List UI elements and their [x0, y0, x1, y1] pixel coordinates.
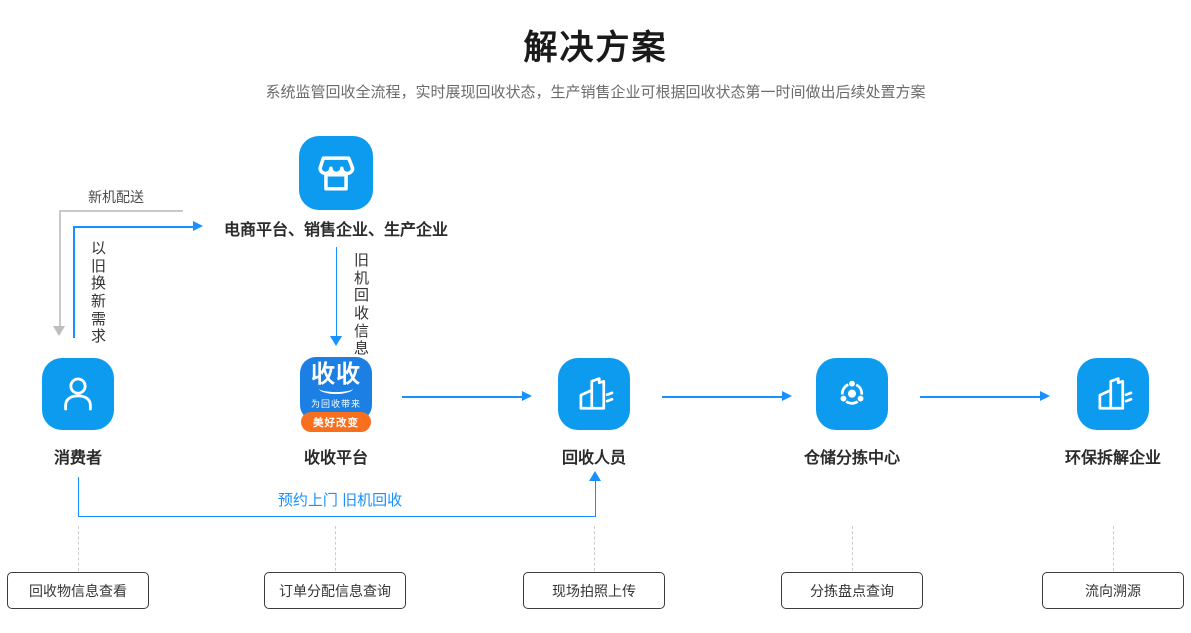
- connector-line: [594, 481, 596, 517]
- page-subtitle: 系统监管回收全流程，实时展现回收状态，生产销售企业可根据回收状态第一时间做出后续…: [265, 84, 926, 101]
- connector-line: [59, 210, 61, 326]
- shoushou-platform-node: 收收 为回收带来 美好改变: [300, 357, 372, 437]
- smile-curve-icon: [319, 383, 353, 394]
- building-icon: [1089, 370, 1137, 418]
- arrowhead-up-icon: [589, 471, 602, 481]
- arrowhead-down-icon: [53, 326, 66, 336]
- arrowhead-right-icon: [193, 221, 203, 231]
- feature-box-photo-upload: 现场拍照上传: [523, 572, 665, 609]
- hub-icon: [828, 370, 876, 418]
- logo-banner-ribbon: 美好改变: [301, 412, 371, 432]
- recycler-node: [558, 358, 630, 430]
- storefront-icon: [308, 145, 364, 201]
- edge-label-appointment-pickup: 预约上门 旧机回收: [277, 492, 403, 509]
- connector-line: [77, 515, 596, 517]
- building-icon: [570, 370, 618, 418]
- recycler-node-label: 回收人员: [561, 450, 626, 467]
- connector-line: [402, 396, 522, 398]
- connector-line: [73, 226, 193, 228]
- dashed-line: [334, 526, 336, 571]
- dashed-line: [1112, 526, 1114, 571]
- connector-line: [73, 226, 75, 338]
- dashed-line: [77, 526, 79, 571]
- edge-label-trade-in-demand: 以旧换新需求: [90, 240, 106, 346]
- person-icon: [54, 370, 102, 418]
- platform-node-label: 收收平台: [303, 450, 368, 467]
- arrowhead-down-icon: [330, 336, 343, 346]
- feature-box-recyclable-info: 回收物信息查看: [7, 572, 149, 609]
- feature-box-order-assignment: 订单分配信息查询: [264, 572, 406, 609]
- connector-line: [335, 247, 337, 337]
- logo-banner-text: 美好改变: [313, 416, 359, 429]
- connector-line: [662, 396, 782, 398]
- connector-line: [920, 396, 1040, 398]
- page-title: 解决方案: [523, 29, 668, 67]
- connector-line: [59, 210, 183, 212]
- enterprise-node: [299, 136, 373, 210]
- warehouse-node: [816, 358, 888, 430]
- warehouse-node-label: 仓储分拣中心: [803, 450, 900, 467]
- consumer-node: [42, 358, 114, 430]
- arrowhead-right-icon: [1040, 391, 1050, 401]
- enterprise-node-label: 电商平台、销售企业、生产企业: [223, 222, 448, 239]
- dashed-line: [851, 526, 853, 571]
- connector-line: [77, 477, 79, 517]
- shoushou-logo: 收收 为回收带来: [300, 357, 372, 421]
- dashed-line: [593, 526, 595, 571]
- arrowhead-right-icon: [782, 391, 792, 401]
- dismantler-node-label: 环保拆解企业: [1064, 450, 1161, 467]
- edge-label-old-machine-info: 旧机回收信息: [353, 252, 369, 358]
- logo-tagline: 为回收带来: [310, 399, 361, 409]
- dismantler-node: [1077, 358, 1149, 430]
- edge-label-new-machine-delivery: 新机配送: [88, 189, 144, 205]
- feature-box-flow-tracing: 流向溯源: [1042, 572, 1184, 609]
- feature-box-sorting-inventory: 分拣盘点查询: [781, 572, 923, 609]
- consumer-node-label: 消费者: [53, 450, 102, 467]
- arrowhead-right-icon: [522, 391, 532, 401]
